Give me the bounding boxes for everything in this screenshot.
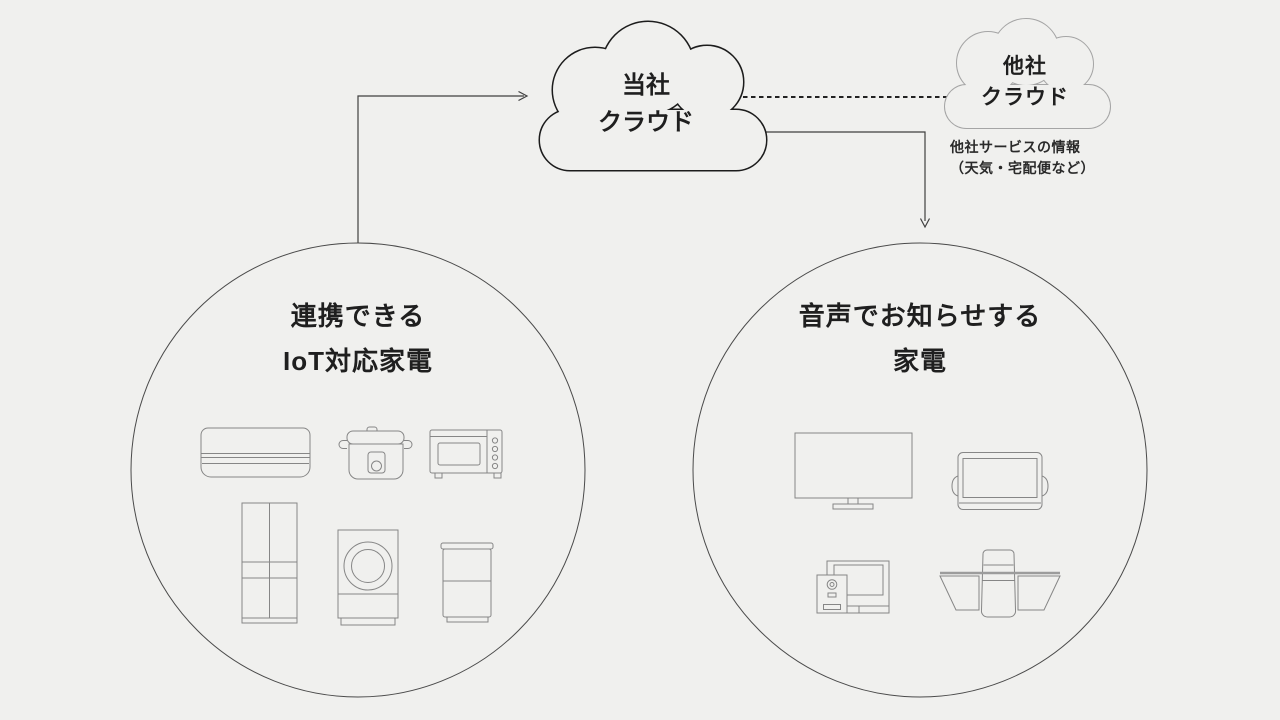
right-circle-outline <box>692 242 1148 698</box>
other-cloud-label: 他社 クラウド <box>945 51 1105 113</box>
main-cloud-shape <box>538 20 768 172</box>
refrigerator-icon <box>241 502 298 624</box>
right-circle-title: 音声でお知らせする 家電 <box>740 294 1100 384</box>
other-cloud-caption-line2: （天気・宅配便など） <box>950 160 1095 176</box>
air-conditioner-icon <box>200 427 311 478</box>
portable-tv-icon <box>951 452 1049 510</box>
other-cloud-caption-line1: 他社サービスの情報 <box>950 139 1081 155</box>
left-circle-title: 連携できる IoT対応家電 <box>178 294 538 384</box>
left-circle-title-line1: 連携できる <box>290 301 426 331</box>
tv-icon <box>794 432 913 510</box>
compact-fridge-icon <box>440 542 494 623</box>
washing-machine-icon <box>337 529 399 626</box>
range-hood-icon <box>939 549 1061 618</box>
other-cloud-line1: 他社 <box>1003 55 1047 78</box>
main-cloud-line2: クラウド <box>598 109 694 136</box>
left-circle-title-line2: IoT対応家電 <box>283 346 433 376</box>
left-circle-outline <box>130 242 586 698</box>
other-cloud-caption: 他社サービスの情報 （天気・宅配便など） <box>950 137 1190 179</box>
main-cloud-label: 当社 クラウド <box>546 67 746 141</box>
right-circle-title-line2: 家電 <box>892 346 947 376</box>
main-cloud-line1: 当社 <box>622 72 670 99</box>
toaster-oven-icon <box>429 429 503 479</box>
arrow-main-cloud-to-right-circle <box>756 131 931 229</box>
intercom-icon <box>816 560 890 614</box>
other-cloud-line2: クラウド <box>981 86 1069 109</box>
rice-cooker-icon <box>338 426 413 480</box>
other-cloud-shape <box>944 18 1111 129</box>
arrow-left-circle-to-main-cloud <box>357 90 529 243</box>
right-circle-title-line1: 音声でお知らせする <box>798 301 1042 331</box>
